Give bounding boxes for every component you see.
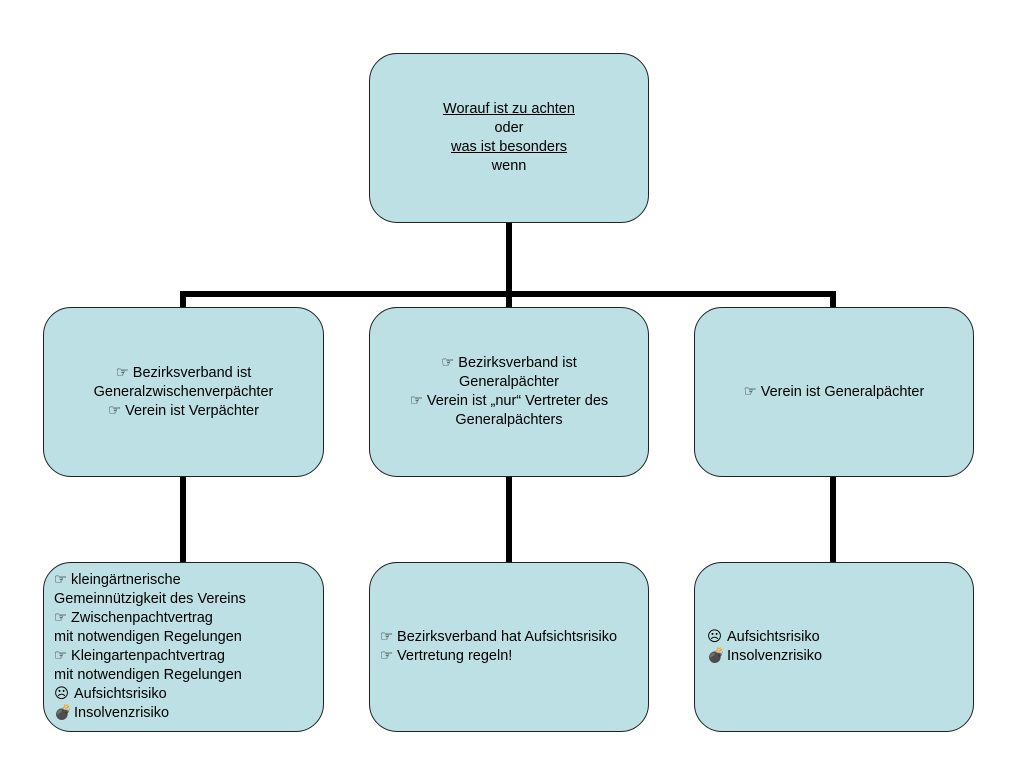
level2-node-right: ☹Aufsichtsrisiko 💣Insolvenzrisiko [694,562,974,732]
sad-face-icon: ☹ [707,629,723,645]
level2-left-line-7: ☹Aufsichtsrisiko [54,686,167,702]
bomb-icon: 💣 [707,648,726,664]
pointing-hand-icon: ☞ [54,610,67,626]
level1-node-right: ☞ Verein ist Generalpächter [694,307,974,477]
pointing-hand-icon: ☞ [409,393,423,409]
level1-left-line-2: Generalzwischenverpächter [93,383,274,400]
pointing-hand-icon: ☞ [380,648,393,664]
root-line-2: oder [494,120,524,136]
level1-left-line-3: ☞ Verein ist Verpächter [108,402,259,419]
level1-middle-line-2: Generalpächter [459,374,559,390]
root-line-1: Worauf ist zu achten [443,101,575,117]
pointing-hand-icon: ☞ [54,572,67,588]
level2-left-line-8: 💣Insolvenzrisiko [54,705,170,721]
level2-left-line-6: mit notwendigen Regelungen [54,667,242,683]
root-node: Worauf ist zu achten oder was ist besond… [369,53,649,223]
level1-middle-line-4: Generalpächters [455,412,563,428]
level1-left-line-1: ☞ Bezirksverband ist [115,364,252,381]
level2-right-line-1: ☹Aufsichtsrisiko [707,629,820,645]
pointing-hand-icon: ☞ [115,364,129,381]
root-line-4: wenn [491,158,527,174]
level1-node-left: ☞ Bezirksverband ist Generalzwischenverp… [43,307,324,477]
level1-right-line-1: ☞ Verein ist Generalpächter [743,383,925,400]
level1-middle-line-3: ☞ Verein ist „nur“ Vertreter des [409,393,609,409]
root-line-3: was ist besonders [450,139,568,155]
pointing-hand-icon: ☞ [441,355,455,371]
level2-left-line-4: mit notwendigen Regelungen [54,629,242,645]
level1-node-middle: ☞ Bezirksverband ist Generalpächter ☞ Ve… [369,307,649,477]
level1-middle-line-1: ☞ Bezirksverband ist [441,355,577,371]
sad-face-icon: ☹ [54,686,70,702]
pointing-hand-icon: ☞ [743,383,757,400]
pointing-hand-icon: ☞ [380,629,393,645]
level2-left-line-5: ☞ Kleingartenpachtvertrag [54,648,225,664]
level2-node-middle: ☞ Bezirksverband hat Aufsichtsrisiko ☞ V… [369,562,649,732]
pointing-hand-icon: ☞ [54,648,67,664]
pointing-hand-icon: ☞ [108,402,122,419]
bomb-icon: 💣 [54,705,73,721]
level2-left-line-3: ☞ Zwischenpachtvertrag [54,610,213,626]
level2-middle-line-1: ☞ Bezirksverband hat Aufsichtsrisiko [380,629,618,645]
level2-right-line-2: 💣Insolvenzrisiko [707,648,823,664]
level2-node-left: ☞ kleingärtnerische Gemeinnützigkeit des… [43,562,324,732]
level2-left-line-1: ☞ kleingärtnerische [54,572,181,588]
level2-middle-line-2: ☞ Vertretung regeln! [380,648,513,664]
level2-left-line-2: Gemeinnützigkeit des Vereins [54,591,246,607]
